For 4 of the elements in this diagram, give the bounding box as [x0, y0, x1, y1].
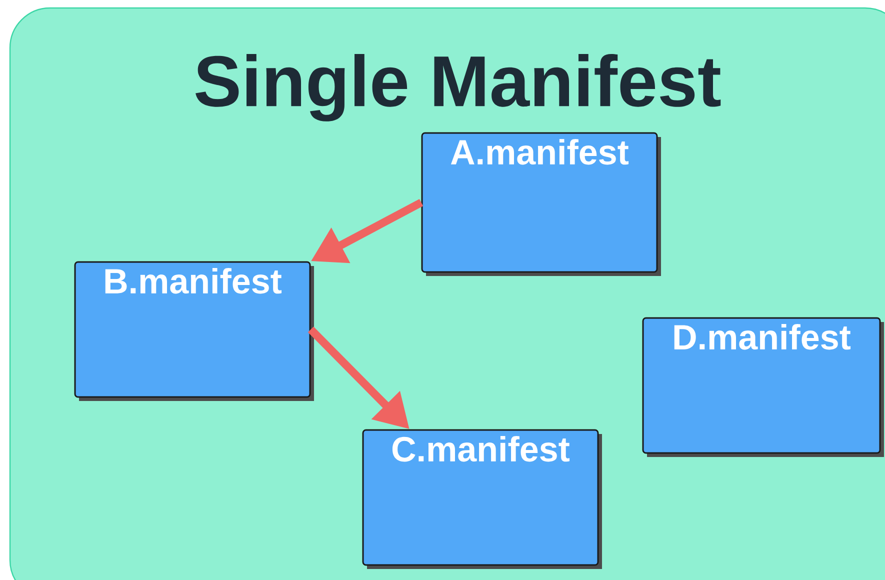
- manifest-box: C.manifest: [362, 429, 602, 569]
- manifest-box: D.manifest: [642, 317, 884, 457]
- manifest-box: A.manifest: [421, 132, 661, 276]
- manifest-box: B.manifest: [74, 261, 314, 401]
